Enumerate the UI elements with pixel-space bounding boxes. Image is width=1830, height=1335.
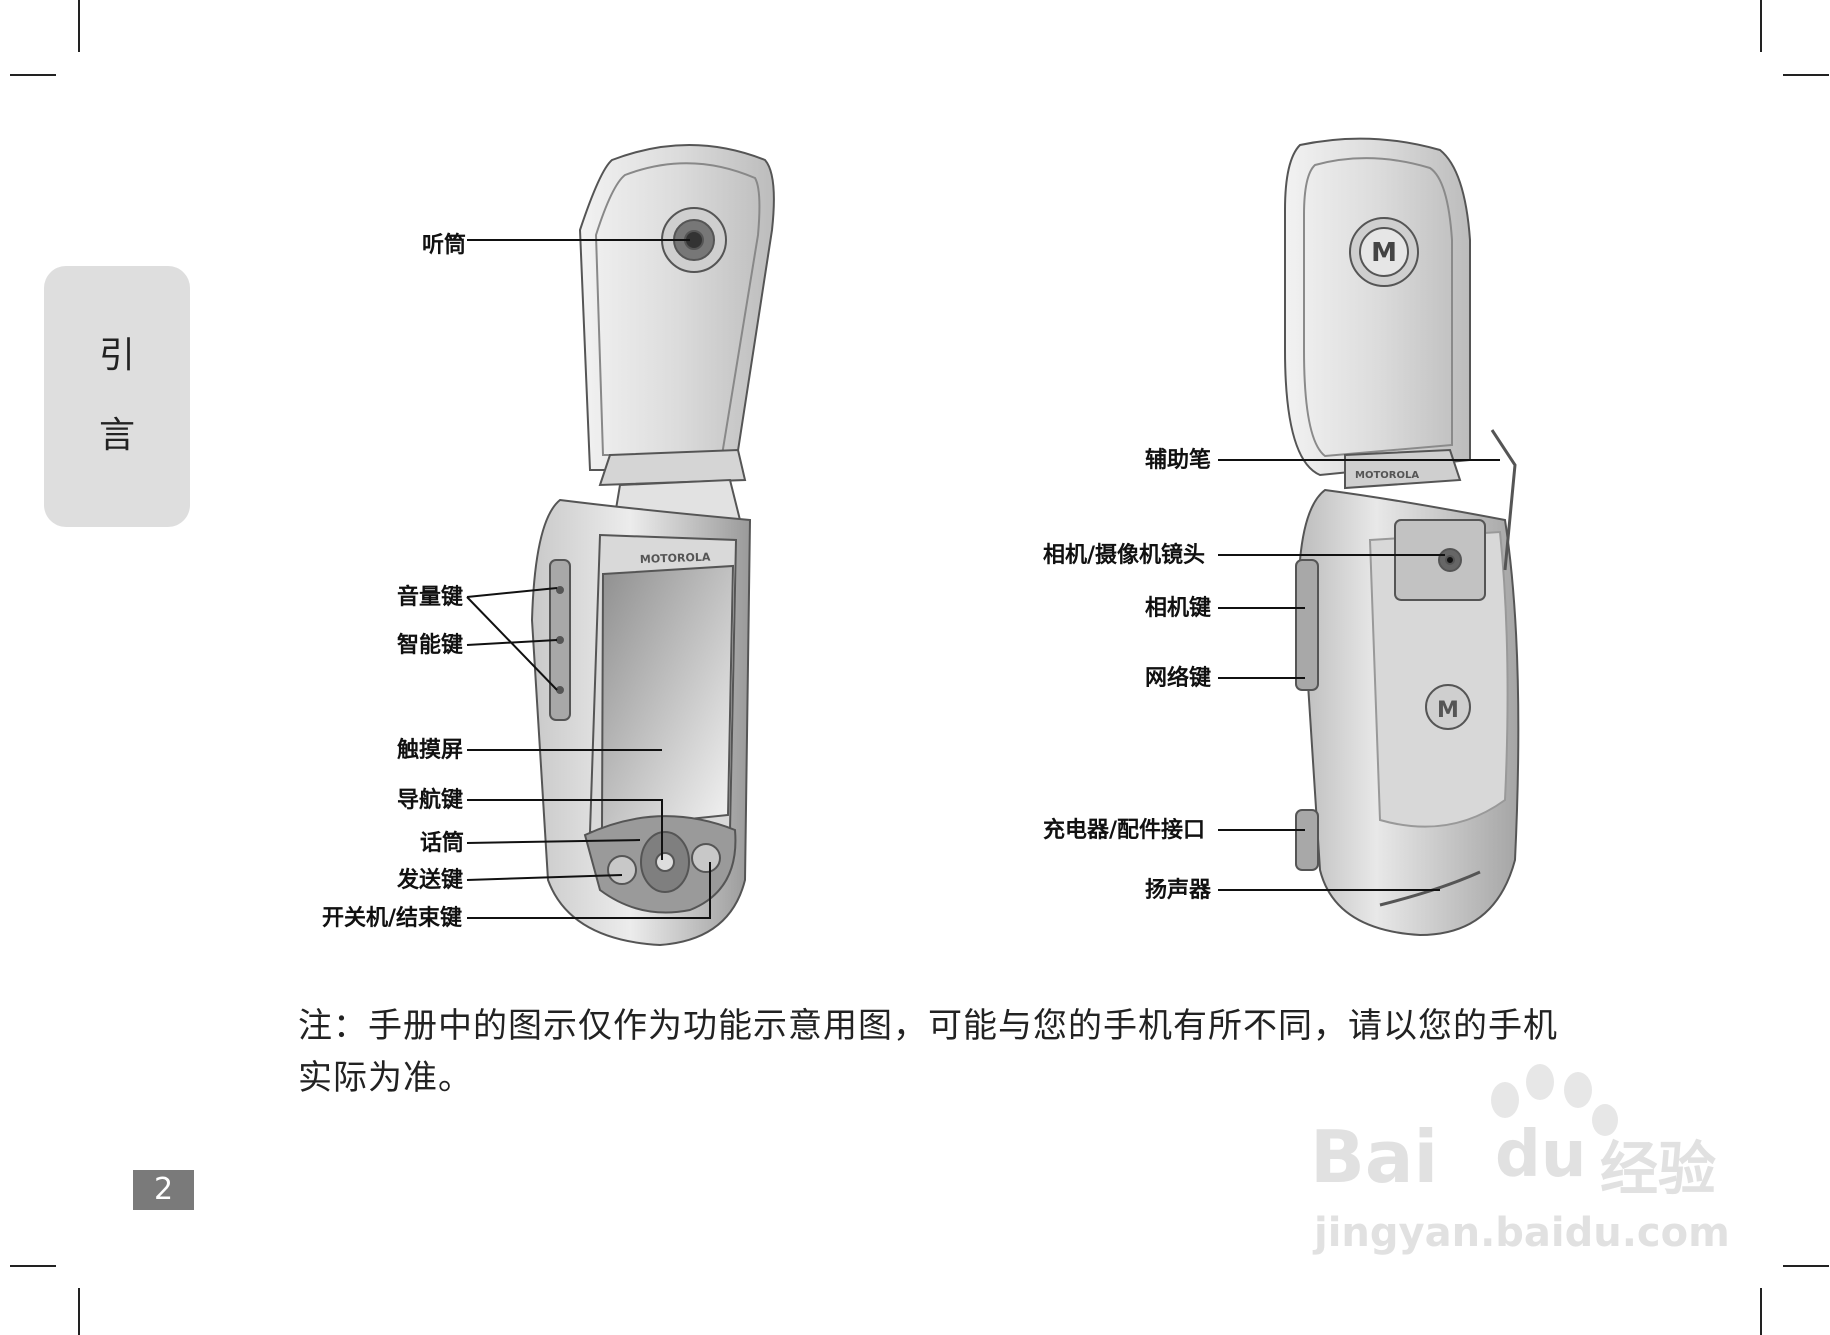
page-number: 2 — [133, 1170, 194, 1210]
label-send-key: 发送键 — [397, 868, 463, 894]
label-earpiece: 听筒 — [422, 233, 466, 259]
label-power-end-key: 开关机/结束键 — [322, 906, 462, 932]
crop-mark — [78, 1288, 80, 1335]
phone-diagram: MOTOROLA M MOTOROLA — [0, 0, 1830, 960]
label-network-key: 网络键 — [1145, 666, 1211, 692]
crop-mark — [1760, 1288, 1762, 1335]
crop-mark — [1783, 1265, 1829, 1267]
note-line: 注：手册中的图示仅作为功能示意用图，可能与您的手机有所不同，请以您的手机 — [298, 1000, 1598, 1052]
baidu-watermark: Bai du 经验 jingyan.baidu.com — [1300, 1060, 1750, 1270]
crop-mark — [10, 1265, 56, 1267]
watermark-url: jingyan.baidu.com — [1314, 1210, 1730, 1256]
svg-text:M: M — [1437, 698, 1459, 723]
label-microphone: 话筒 — [420, 831, 464, 857]
left-phone: MOTOROLA — [532, 145, 774, 945]
label-charger-port: 充电器/配件接口 — [1043, 818, 1205, 844]
watermark-cn: 经验 — [1600, 1122, 1716, 1206]
svg-text:MOTOROLA: MOTOROLA — [640, 551, 711, 566]
watermark-brand: Bai — [1310, 1115, 1438, 1199]
label-touchscreen: 触摸屏 — [397, 738, 463, 764]
label-camera-lens: 相机/摄像机镜头 — [1043, 543, 1205, 569]
right-phone: M MOTOROLA M — [1285, 139, 1518, 935]
label-speaker: 扬声器 — [1145, 878, 1211, 904]
label-camera-key: 相机键 — [1145, 596, 1211, 622]
label-smart-key: 智能键 — [397, 633, 463, 659]
svg-text:MOTOROLA: MOTOROLA — [1355, 470, 1419, 481]
label-volume-key: 音量键 — [397, 585, 463, 611]
label-nav-key: 导航键 — [397, 788, 463, 814]
svg-text:M: M — [1371, 238, 1397, 268]
label-stylus: 辅助笔 — [1145, 448, 1211, 474]
watermark-brand2: du — [1495, 1118, 1586, 1192]
